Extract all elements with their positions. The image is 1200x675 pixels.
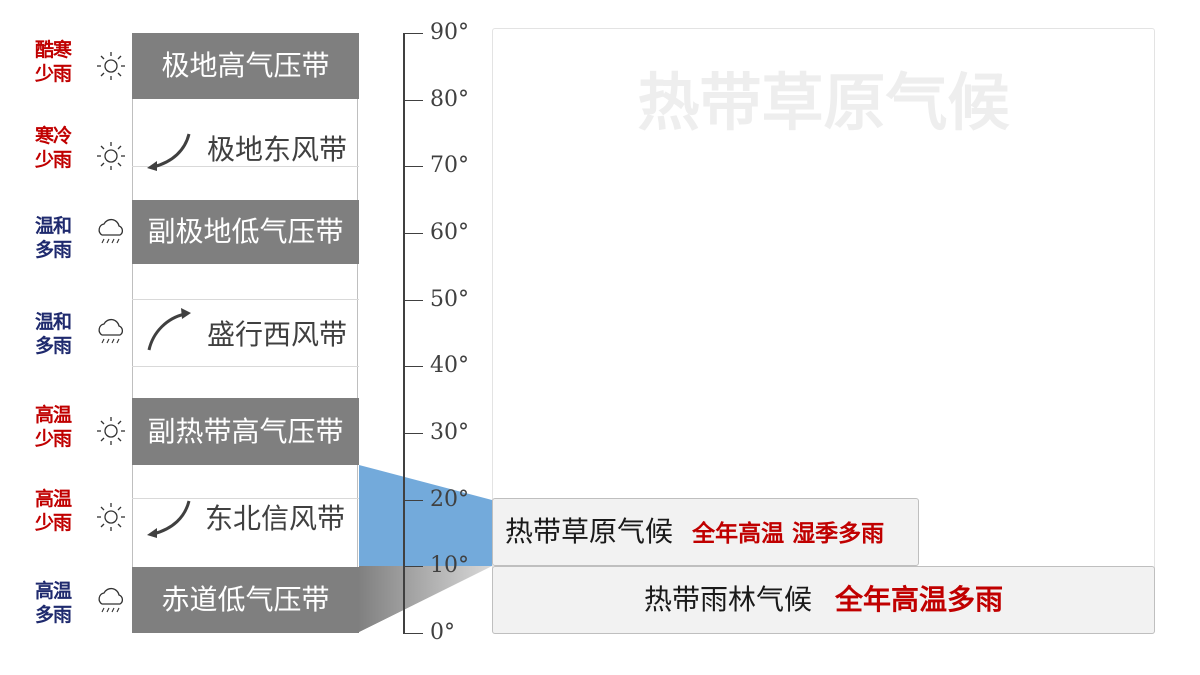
- watermark-title: 热带草原气候: [637, 66, 1010, 139]
- climate-label: 寒冷少雨: [34, 125, 72, 171]
- wind-label: 东北信风带: [204, 502, 345, 535]
- axis-tick-label: 50°: [430, 287, 469, 312]
- climate-label: 酷寒少雨: [34, 39, 72, 85]
- sun-icon: [97, 503, 125, 531]
- savanna-climate-box: 热带草原气候 全年高温 湿季多雨: [492, 498, 919, 566]
- subpolar-low-belt: 副极地低气压带: [132, 200, 359, 264]
- climate-name: 热带雨林气候: [643, 583, 812, 616]
- axis-tick-label: 30°: [430, 420, 469, 445]
- axis-tick: [403, 233, 423, 234]
- axis-tick-label: 20°: [430, 487, 469, 512]
- latitude-axis: [403, 33, 405, 633]
- axis-tick: [403, 33, 423, 34]
- sun-icon: [97, 417, 125, 445]
- rainforest-climate-box: 热带雨林气候 全年高温多雨: [492, 566, 1155, 634]
- equatorial-low-belt: 赤道低气压带: [132, 567, 359, 633]
- axis-tick: [403, 433, 423, 434]
- polar-easterlies-belt: 极地东风带: [132, 125, 359, 175]
- axis-tick: [403, 566, 423, 567]
- sun-icon: [97, 52, 125, 80]
- divider: [132, 299, 359, 300]
- divider: [132, 166, 359, 167]
- wind-label: 盛行西风带: [206, 318, 347, 351]
- sun-icon: [97, 142, 125, 170]
- westerlies-belt: 盛行西风带: [132, 310, 359, 360]
- climate-name: 热带草原气候: [505, 515, 674, 548]
- climate-label: 高温多雨: [34, 580, 72, 626]
- subtropical-high-belt: 副热带高气压带: [132, 398, 359, 465]
- cloud-rain-icon: [98, 318, 124, 344]
- wind-arrow-ne-icon: [147, 308, 191, 351]
- axis-tick-label: 60°: [430, 220, 469, 245]
- axis-tick-label: 40°: [430, 353, 469, 378]
- axis-tick-label: 10°: [430, 553, 469, 578]
- polar-high-belt: 极地高气压带: [132, 33, 359, 99]
- cloud-rain-icon: [98, 218, 124, 244]
- climate-label: 高温少雨: [34, 404, 72, 450]
- axis-tick: [403, 100, 423, 101]
- axis-tick-label: 90°: [430, 20, 469, 45]
- climate-label: 温和多雨: [34, 311, 72, 357]
- divider: [132, 498, 359, 499]
- cloud-rain-icon: [98, 587, 124, 613]
- axis-tick-label: 70°: [430, 153, 469, 178]
- savanna-projection: [359, 465, 492, 566]
- axis-tick: [403, 500, 423, 501]
- divider: [132, 366, 359, 367]
- belt-column: [132, 33, 358, 633]
- wind-arrow-sw-icon: [147, 500, 191, 538]
- rainforest-projection-body: [359, 566, 492, 632]
- wind-arrow-sw-icon: [147, 133, 191, 171]
- wind-label: 极地东风带: [206, 133, 347, 166]
- climate-feature: 全年高温多雨: [835, 583, 1004, 616]
- climate-label: 高温少雨: [34, 488, 72, 534]
- climate-feature: 全年高温 湿季多雨: [692, 521, 885, 547]
- axis-tick: [403, 633, 423, 634]
- axis-tick-label: 0°: [430, 620, 455, 645]
- climate-label: 温和多雨: [34, 215, 72, 261]
- axis-tick: [403, 166, 423, 167]
- axis-tick: [403, 300, 423, 301]
- ne-trades-belt: 东北信风带: [132, 494, 359, 544]
- axis-tick-label: 80°: [430, 87, 469, 112]
- axis-tick: [403, 366, 423, 367]
